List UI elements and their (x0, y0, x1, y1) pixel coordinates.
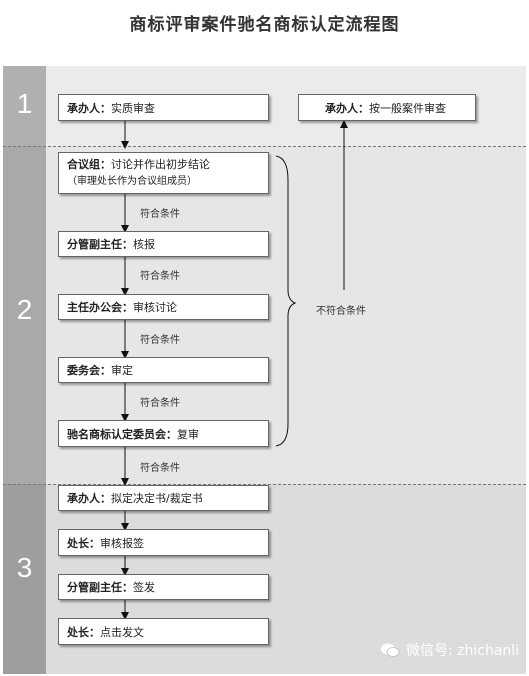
edge-label: 符合条件 (140, 209, 180, 220)
node-role: 处长： (67, 625, 100, 639)
node-text: 审定 (111, 364, 133, 377)
node-text: 复审 (177, 427, 199, 441)
node-wellknown-committee: 驰名商标认定委员会：复审 (58, 420, 269, 447)
edge-label: 符合条件 (140, 335, 180, 346)
node-text: 审核讨论 (133, 301, 177, 314)
node-deputy-sign: 分管副主任：签发 (58, 574, 269, 600)
stage-divider (3, 484, 526, 485)
node-text: 拟定决定书/裁定书 (111, 492, 203, 505)
node-general-review: 承办人：按一般案件审查 (298, 94, 476, 121)
brace (275, 155, 297, 447)
node-deputy-report: 分管副主任：核报 (58, 231, 269, 257)
edge-label-fails: 不符合条件 (316, 306, 366, 317)
stage-3-column (3, 484, 46, 674)
edge-label: 符合条件 (140, 398, 180, 409)
node-panel-discussion: 合议组：讨论并作出初步结论 （审理处长作为合议组成员） (58, 152, 269, 194)
node-role: 承办人： (67, 492, 111, 505)
node-issue-document: 处长：点击发文 (58, 618, 269, 645)
node-role: 主任办公会： (67, 301, 133, 314)
node-text: 点击发文 (100, 625, 144, 639)
node-chief-review: 处长：审核报签 (58, 529, 269, 556)
node-role: 合议组： (67, 158, 111, 171)
edge-label: 符合条件 (140, 463, 180, 474)
node-text: 签发 (133, 581, 155, 594)
stage-2-column (3, 146, 46, 484)
node-role: 承办人： (325, 101, 369, 115)
node-text: 实质审查 (111, 101, 155, 115)
stage-divider (3, 146, 526, 147)
node-text: 讨论并作出初步结论 (111, 158, 210, 171)
stage-1-column (3, 66, 46, 146)
node-role: 分管副主任： (67, 581, 133, 594)
node-text: 核报 (133, 238, 155, 251)
node-draft-decision: 承办人：拟定决定书/裁定书 (58, 485, 269, 511)
node-text: 按一般案件审查 (369, 101, 446, 115)
wechat-icon (380, 642, 400, 658)
node-role: 处长： (67, 536, 100, 550)
node-text: 审核报签 (100, 536, 144, 550)
node-director-office: 主任办公会：审核讨论 (58, 294, 269, 320)
node-role: 委务会： (67, 364, 111, 377)
node-role: 分管副主任： (67, 238, 133, 251)
node-note: （审理处长作为合议组成员） (67, 176, 197, 187)
edge-label: 符合条件 (140, 271, 180, 282)
watermark-text: 微信号: zhichanli (406, 643, 520, 659)
stage-2-number: 2 (16, 294, 33, 325)
node-committee-approval: 委务会：审定 (58, 357, 269, 383)
stage-1-number: 1 (16, 88, 33, 119)
stage-3-number: 3 (16, 552, 33, 583)
diagram-title: 商标评审案件驰名商标认定流程图 (129, 15, 400, 35)
watermark: 微信号: zhichanli (380, 640, 519, 660)
node-role: 承办人： (67, 101, 111, 115)
node-role: 驰名商标认定委员会： (67, 427, 177, 441)
node-substantive-review: 承办人：实质审查 (58, 94, 269, 121)
